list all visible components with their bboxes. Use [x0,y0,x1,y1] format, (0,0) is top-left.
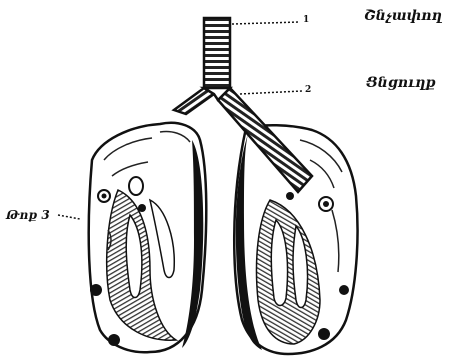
leader-line-3 [58,215,80,219]
label-lung: Թոք 3 [6,209,50,221]
leader-line-2 [240,91,302,94]
label-number-1: 1 [303,16,309,25]
label-bronchi: Ցնցուղք [366,76,436,90]
label-number-2: 2 [305,86,311,95]
label-trachea: Շնչափող [364,9,442,23]
left-lung [89,123,207,352]
leader-line-1 [232,22,300,24]
trachea [204,18,230,90]
